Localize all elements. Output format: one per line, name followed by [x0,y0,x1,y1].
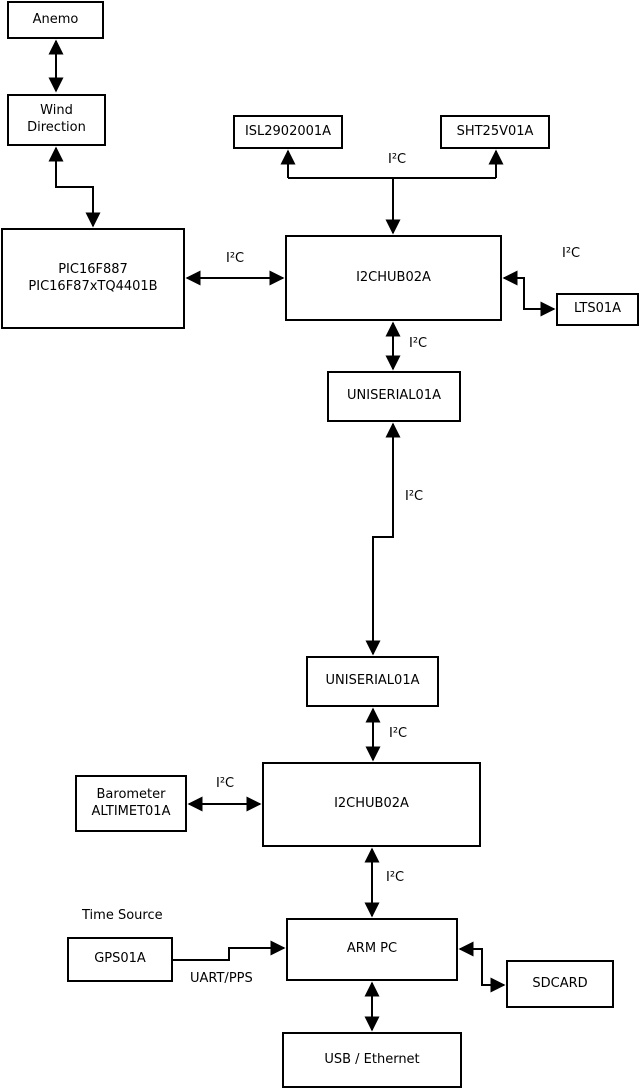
label-hub-arm-i2c: I²C [386,870,405,885]
box-i2chub-bottom-label: I2CHUB02A [334,796,409,812]
box-i2chub-bottom: I2CHUB02A [262,762,481,847]
label-uart-pps: UART/PPS [190,971,253,986]
box-sdcard: SDCARD [506,960,614,1008]
box-pic-label-line2: PIC16F87xTQ4401B [28,278,158,294]
box-gps01a-label: GPS01A [94,951,146,967]
box-sdcard-label: SDCARD [532,975,588,991]
box-wind-direction-label-line2: Direction [27,120,86,135]
box-uniserial-bottom-label: UNISERIAL01A [325,673,420,689]
connector-i2chub-lts [502,270,556,317]
label-lts-i2c: I²C [562,246,581,261]
box-barometer: Barometer ALTIMET01A [75,775,187,832]
connector-gps-armpc [173,940,286,961]
box-wind-direction-label-line1: Wind [40,103,73,119]
label-long-i2c: I²C [405,489,424,504]
box-isl2902001a: ISL2902001A [233,115,343,149]
label-barometer-i2c: I²C [216,776,235,791]
connector-armpc-sdcard [458,941,506,993]
label-pic-i2c: I²C [226,251,245,266]
connector-uniserial-uniserial [365,422,401,656]
box-wind-direction: Wind Direction [7,94,106,146]
label-hub-uniserial-i2c: I²C [409,336,428,351]
box-uniserial-top: UNISERIAL01A [327,371,461,422]
box-anemo: Anemo [7,1,104,39]
box-sht25v01a-label: SHT25V01A [456,123,534,139]
connector-wind-pic [48,146,101,228]
box-sht25v01a: SHT25V01A [440,115,550,149]
box-arm-pc-label: ARM PC [346,941,398,957]
box-lts01a-label: LTS01A [573,301,622,317]
box-barometer-label-line2: ALTIMET01A [91,803,171,819]
box-gps01a: GPS01A [67,937,173,982]
box-i2chub-top-label: I2CHUB02A [356,269,431,285]
box-pic-label-line1: PIC16F887 [58,261,128,277]
box-lts01a: LTS01A [556,293,639,326]
box-pic: PIC16F887 PIC16F87xTQ4401B [1,228,185,329]
label-time-source: Time Source [82,908,163,923]
box-i2chub-top: I2CHUB02A [285,235,502,321]
box-usb-ethernet: USB / Ethernet [282,1032,462,1088]
box-isl2902001a-label: ISL2902001A [244,123,332,139]
label-bus-i2c: I²C [388,152,407,167]
box-anemo-label: Anemo [32,11,79,27]
box-uniserial-bottom: UNISERIAL01A [306,656,439,707]
label-uniserial-hub-i2c: I²C [389,726,408,741]
box-barometer-label-line1: Barometer [96,786,166,802]
box-arm-pc: ARM PC [286,918,458,981]
box-usb-ethernet-label: USB / Ethernet [324,1051,420,1067]
box-uniserial-top-label: UNISERIAL01A [347,388,441,404]
